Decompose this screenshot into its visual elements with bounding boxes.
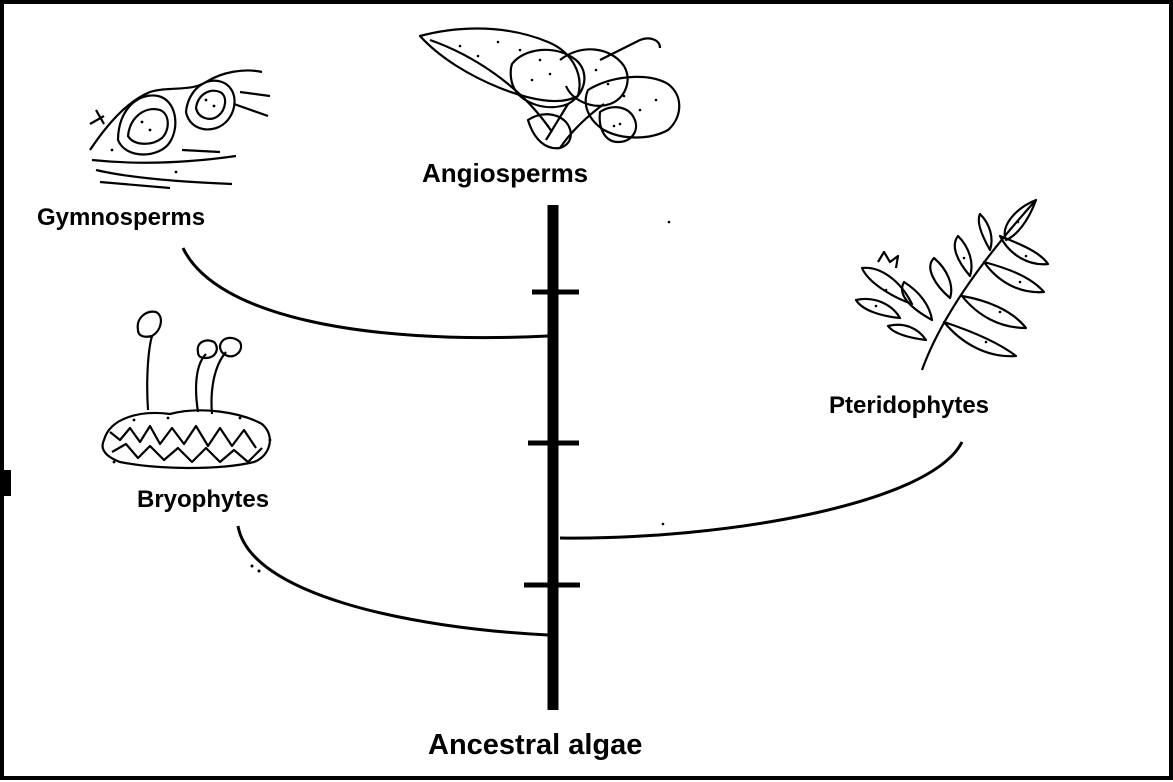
moss-icon: [103, 312, 270, 468]
speck: [258, 570, 261, 573]
branch-gymnosperms: [183, 248, 548, 338]
label-gymnosperms: Gymnosperms: [37, 206, 205, 230]
branch-bryophytes: [238, 526, 548, 635]
speck: [668, 221, 671, 224]
speck: [251, 565, 254, 568]
label-ancestral-algae: Ancestral algae: [428, 731, 642, 760]
label-pteridophytes: Pteridophytes: [829, 394, 989, 418]
border-notch: [4, 470, 11, 496]
branch-pteridophytes: [560, 442, 962, 538]
speck: [662, 523, 665, 526]
label-angiosperms: Angiosperms: [422, 160, 588, 186]
fern-frond-icon: [856, 200, 1048, 370]
label-bryophytes: Bryophytes: [137, 488, 269, 512]
conifer-branch-icon: [90, 70, 270, 188]
